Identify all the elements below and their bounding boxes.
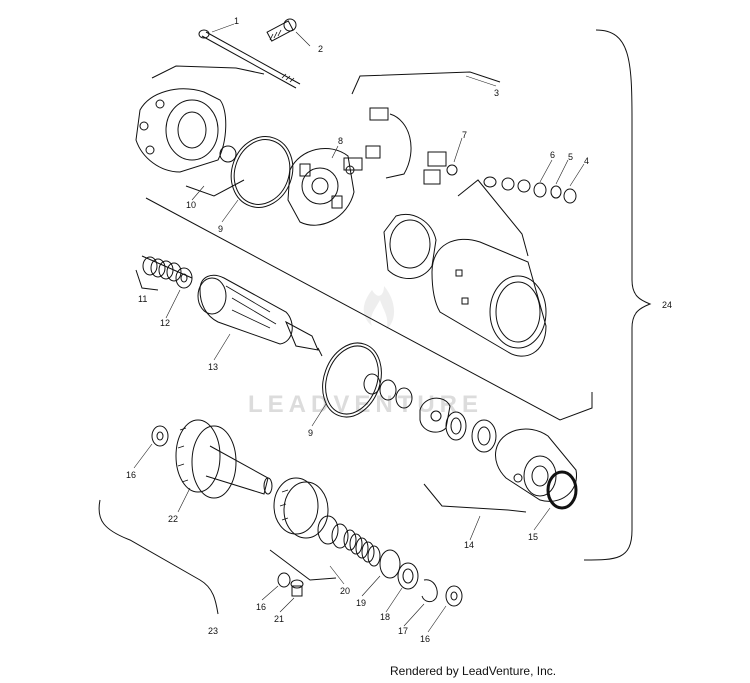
watermark-text: LEADVENTURE — [248, 391, 483, 418]
washer-stack[interactable] — [483, 176, 577, 204]
snap-ring[interactable] — [421, 579, 438, 603]
callout-15: 15 — [528, 532, 538, 542]
callout-18: 18 — [380, 612, 390, 622]
screw[interactable] — [266, 18, 297, 42]
overrunning-clutch[interactable] — [273, 477, 349, 549]
thrust-washer-top[interactable] — [151, 425, 169, 447]
callout-21: 21 — [274, 614, 284, 624]
callout-19: 19 — [356, 598, 366, 608]
small-washer[interactable] — [277, 572, 291, 588]
yoke-housing[interactable] — [431, 238, 547, 357]
armature-washer[interactable] — [175, 267, 193, 289]
callout-2: 2 — [318, 44, 323, 54]
callout-6: 6 — [550, 150, 555, 160]
callout-16-bottom: 16 — [420, 634, 430, 644]
callout-12: 12 — [160, 318, 170, 328]
brush-holder[interactable] — [343, 107, 447, 185]
armature[interactable] — [197, 274, 323, 357]
callout-7: 7 — [462, 130, 467, 140]
callout-9-middle: 9 — [308, 428, 313, 438]
callout-3: 3 — [494, 88, 499, 98]
assembly-bracket-24 — [583, 29, 652, 561]
callout-13: 13 — [208, 362, 218, 372]
thru-bolt[interactable] — [198, 29, 301, 89]
end-cover[interactable] — [135, 88, 237, 173]
o-ring-top[interactable] — [221, 128, 302, 216]
pinion-spring[interactable] — [343, 529, 401, 579]
thrust-washer-bottom[interactable] — [445, 585, 463, 607]
planetary-gear-shaft[interactable] — [175, 419, 273, 499]
callout-9-top: 9 — [218, 224, 223, 234]
assembly-bracket-23 — [98, 499, 219, 615]
callout-labels: 1 2 3 4 5 6 7 8 9 9 10 11 12 13 14 15 16… — [126, 16, 672, 644]
callout-11: 11 — [138, 294, 147, 304]
drive-o-ring[interactable] — [546, 470, 578, 510]
callout-14: 14 — [464, 540, 474, 550]
callout-20: 20 — [340, 586, 350, 596]
callout-22: 22 — [168, 514, 178, 524]
watermark-flame-logo — [363, 286, 395, 330]
brush-spring-set[interactable] — [142, 256, 182, 282]
needle-bearing[interactable] — [445, 411, 497, 453]
stop-collar[interactable] — [397, 562, 419, 590]
callout-8: 8 — [338, 136, 343, 146]
callout-4: 4 — [584, 156, 589, 166]
callout-5: 5 — [568, 152, 573, 162]
callout-16-top: 16 — [126, 470, 136, 480]
drive-housing[interactable] — [495, 428, 577, 502]
brush-plate[interactable] — [287, 148, 355, 226]
callout-23: 23 — [208, 626, 218, 636]
pivot-pin[interactable] — [290, 579, 304, 597]
callout-1: 1 — [234, 16, 239, 26]
callout-10: 10 — [186, 200, 196, 210]
callout-17: 17 — [398, 626, 408, 636]
yoke-sleeve[interactable] — [383, 214, 437, 279]
watermark: LEADVENTURE — [248, 286, 483, 418]
small-o-ring[interactable] — [446, 164, 458, 176]
shim-washers[interactable] — [363, 373, 413, 409]
callout-24: 24 — [662, 300, 672, 310]
rendered-by-footer: Rendered by LeadVenture, Inc. — [390, 664, 557, 678]
callout-16-mid: 16 — [256, 602, 266, 612]
